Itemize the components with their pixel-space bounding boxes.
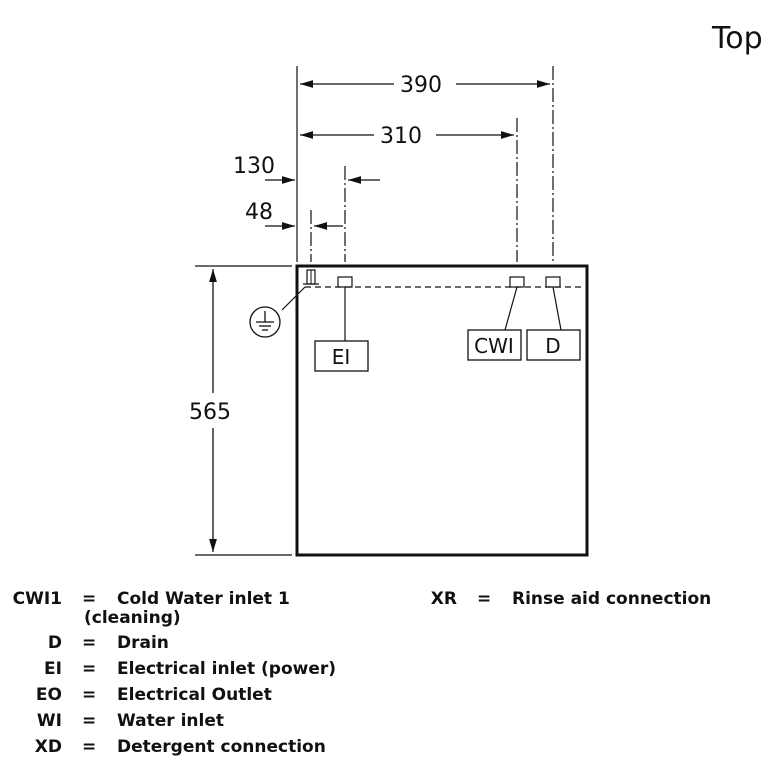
legend-desc: Cold Water inlet 1	[117, 589, 290, 609]
cwi-tag-label: CWI	[474, 334, 514, 358]
legend-left: CWI1 = Cold Water inlet 1 (cleaning) D =…	[0, 589, 420, 763]
ei-tag-label: EI	[332, 345, 351, 369]
legend-eq: =	[82, 711, 97, 731]
legend-desc: Drain	[117, 633, 169, 653]
legend-desc: Electrical inlet (power)	[117, 659, 337, 679]
ground-icon	[249, 306, 281, 338]
d-tag-box	[526, 329, 581, 361]
legend-desc: Water inlet	[117, 711, 224, 731]
legend-row-wi: WI = Water inlet	[0, 711, 420, 737]
legend-desc: Detergent connection	[117, 737, 326, 757]
cwi-tag-box	[467, 329, 522, 361]
legend-eq: =	[82, 633, 97, 653]
legend-row-ei: EI = Electrical inlet (power)	[0, 659, 420, 685]
machine-outline	[295, 264, 589, 557]
legend-desc: Electrical Outlet	[117, 685, 272, 705]
legend-code: XD	[34, 737, 62, 757]
legend-desc: Rinse aid connection	[512, 589, 712, 609]
cwi-leader	[504, 286, 518, 331]
legend-code: D	[47, 633, 62, 653]
legend-eq: =	[82, 659, 97, 679]
view-title: Top	[711, 21, 763, 56]
legend-code: XR	[430, 589, 457, 609]
cwi-port	[509, 276, 525, 288]
legend-eq: =	[82, 737, 97, 757]
legend-row-d: D = Drain	[0, 633, 420, 659]
legend-row-eo: EO = Electrical Outlet	[0, 685, 420, 711]
ei-tag-box	[314, 340, 369, 372]
dim-48-label: 48	[245, 200, 273, 225]
dim-310-label: 310	[380, 124, 422, 149]
d-tag-label: D	[545, 334, 560, 358]
d-port	[545, 276, 561, 288]
legend-eq: =	[82, 685, 97, 705]
legend-row-xr: XR = Rinse aid connection	[395, 589, 775, 615]
ei-port	[337, 276, 353, 288]
ground-leader	[281, 286, 306, 311]
legend-eq: =	[82, 589, 97, 609]
dim-390-label: 390	[400, 73, 442, 98]
legend-desc-cont: (cleaning)	[84, 608, 181, 628]
d-leader	[552, 286, 562, 331]
legend-right: XR = Rinse aid connection	[395, 589, 775, 615]
legend-code: EO	[35, 685, 62, 705]
dim-130-label: 130	[233, 154, 275, 179]
legend-code: CWI1	[12, 589, 62, 609]
legend-code: WI	[36, 711, 62, 731]
legend-row-cwi1: CWI1 = Cold Water inlet 1 (cleaning)	[0, 589, 420, 633]
legend-code: EI	[44, 659, 62, 679]
legend-eq: =	[477, 589, 492, 609]
legend-row-xd: XD = Detergent connection	[0, 737, 420, 763]
dim-565-label: 565	[189, 400, 231, 425]
